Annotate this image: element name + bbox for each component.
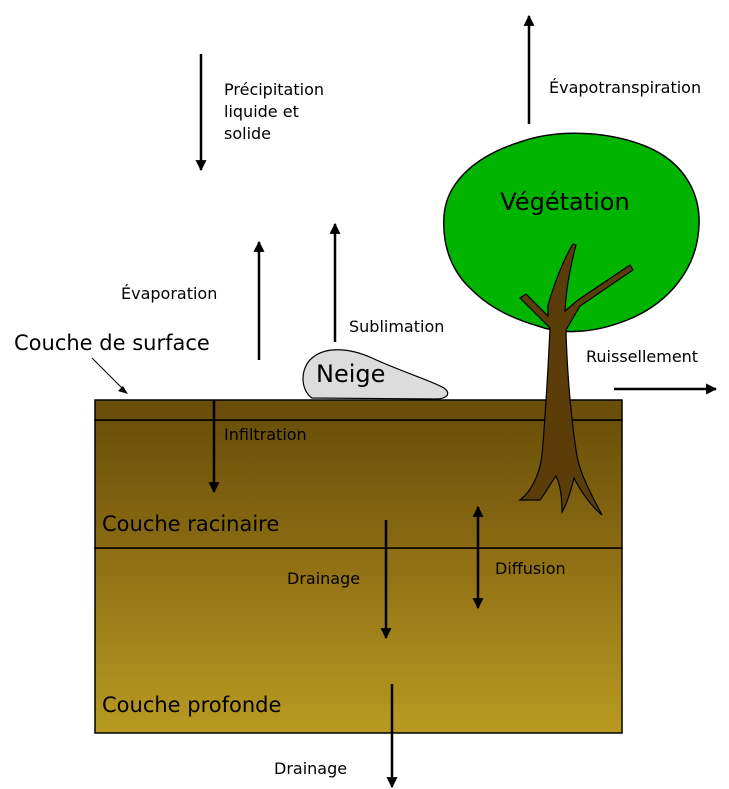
drainage-deep-label: Drainage <box>274 759 347 778</box>
precipitation-line-2: liquide et <box>224 102 299 121</box>
precipitation-line-1: Précipitation <box>224 80 324 99</box>
drainage-root-label: Drainage <box>287 569 360 588</box>
evapotranspiration-label: Évapotranspiration <box>549 78 701 97</box>
infiltration-label: Infiltration <box>224 425 307 444</box>
diffusion-label: Diffusion <box>495 559 566 578</box>
surface-pointer-line <box>91 357 125 391</box>
snow: Neige <box>302 349 449 400</box>
surface-layer-label: Couche de surface <box>14 331 210 355</box>
precipitation-line-3: solide <box>224 124 271 143</box>
sublimation-label: Sublimation <box>349 317 444 336</box>
tree: Végétation <box>443 132 700 516</box>
evaporation-label: Évaporation <box>121 284 217 303</box>
deep-layer-label: Couche profonde <box>102 693 281 717</box>
snow-label: Neige <box>316 360 385 388</box>
surface-pointer <box>91 357 128 394</box>
flux-arrows <box>195 14 718 789</box>
precipitation-label: Précipitation liquide et solide <box>224 80 329 143</box>
vegetation-label: Végétation <box>500 188 629 216</box>
surface-pointer-head <box>118 386 128 394</box>
runoff-label: Ruissellement <box>586 347 698 366</box>
root-zone-label: Couche racinaire <box>102 512 279 536</box>
tree-trunk <box>518 243 634 516</box>
soil-column <box>94 399 623 734</box>
tree-foliage <box>443 132 700 333</box>
labels: Précipitation liquide et solide Évapotra… <box>14 78 701 778</box>
snow-patch <box>302 349 449 400</box>
deep-layer <box>94 547 623 734</box>
surface-layer <box>94 399 623 421</box>
